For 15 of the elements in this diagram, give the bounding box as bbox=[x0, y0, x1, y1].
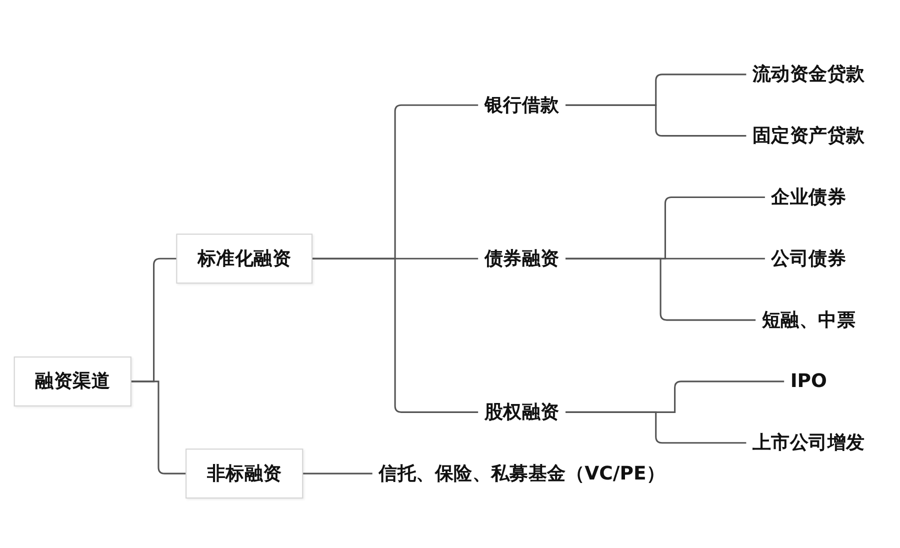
item-text: 企业债券 bbox=[771, 186, 846, 208]
item-text: IPO bbox=[790, 370, 827, 392]
connector-line bbox=[130, 380, 186, 474]
item-text: 上市公司增发 bbox=[752, 432, 865, 454]
connector-line bbox=[566, 411, 746, 444]
item-text: 股权融资 bbox=[484, 401, 560, 424]
category-box: 非标融资 bbox=[186, 448, 304, 499]
item-text: 短融、中票 bbox=[762, 309, 856, 331]
connector-line bbox=[312, 258, 478, 413]
item-text: 固定资产贷款 bbox=[752, 124, 865, 147]
category-box: 融资渠道 bbox=[14, 356, 132, 406]
connector-line bbox=[302, 472, 372, 474]
item-text: 流动资金贷款 bbox=[752, 64, 865, 86]
connector-line bbox=[566, 258, 756, 321]
connector-line bbox=[566, 104, 746, 137]
